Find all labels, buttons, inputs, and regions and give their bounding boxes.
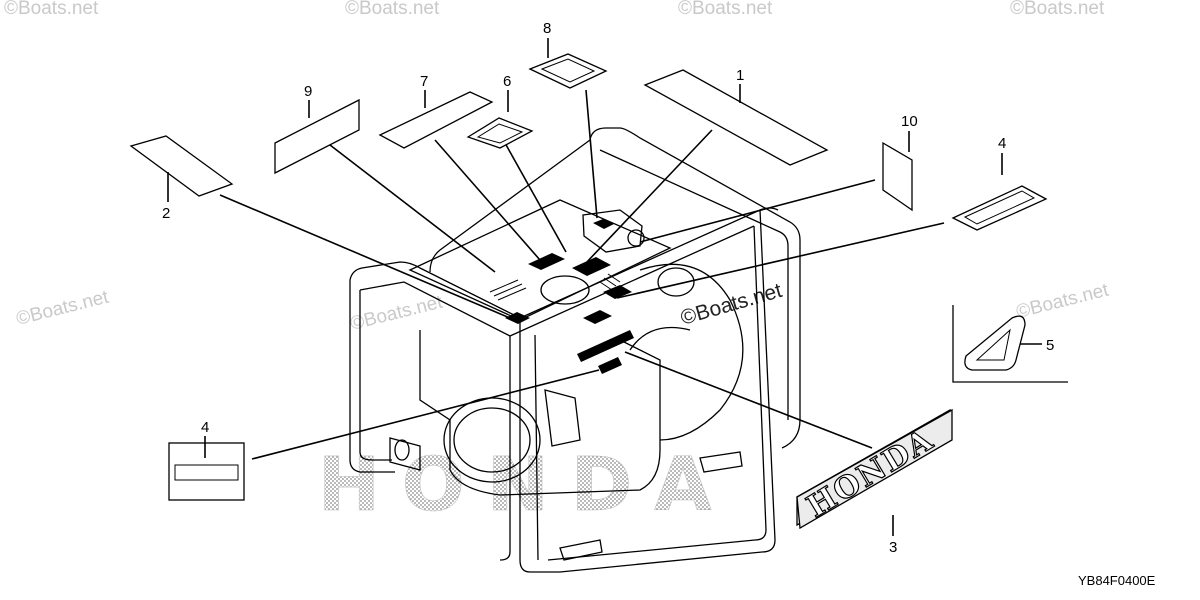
diagram-code: YB84F0400E: [1078, 573, 1156, 588]
watermark: ©Boats.net: [678, 0, 773, 19]
callout-number: 7: [420, 73, 428, 90]
water-pump-illustration: [349, 127, 801, 573]
decal-5: 5: [952, 305, 1068, 383]
callout-number: 9: [304, 83, 312, 100]
watermark: ©Boats.net: [345, 0, 440, 19]
callout-number: 10: [901, 113, 918, 130]
watermark: ©Boats.net: [348, 291, 445, 334]
decal-6: 6: [466, 73, 534, 149]
leader-lines: [219, 89, 945, 460]
callout-number: 8: [543, 20, 551, 37]
decal-4-lower: 4: [168, 419, 245, 501]
watermark: ©Boats.net: [1010, 0, 1105, 19]
background-brand-text: HONDA: [318, 442, 733, 528]
decal-7: 7: [378, 73, 494, 149]
callout-number: 5: [1046, 337, 1054, 354]
callout-number: 3: [889, 539, 897, 556]
watermark: ©Boats.net: [1014, 279, 1111, 322]
callout-number: 6: [503, 73, 511, 90]
watermark: ©Boats.net: [678, 279, 785, 330]
decal-8: 8: [528, 20, 608, 89]
callout-number: 4: [998, 135, 1006, 152]
callout-number: 1: [736, 67, 744, 84]
callout-number: 2: [162, 205, 170, 222]
callout-number: 4: [201, 419, 209, 436]
watermark: ©Boats.net: [4, 0, 99, 19]
decal-4-upper: 4: [951, 135, 1048, 231]
decal-3: HONDA 3: [796, 408, 953, 556]
watermark: ©Boats.net: [14, 286, 111, 329]
decal-9: 9: [274, 83, 360, 175]
decal-honda-text: HONDA: [801, 422, 940, 525]
decal-10: 10: [882, 113, 918, 212]
decal-1: 1: [643, 67, 829, 166]
decal-2: 2: [129, 135, 234, 222]
